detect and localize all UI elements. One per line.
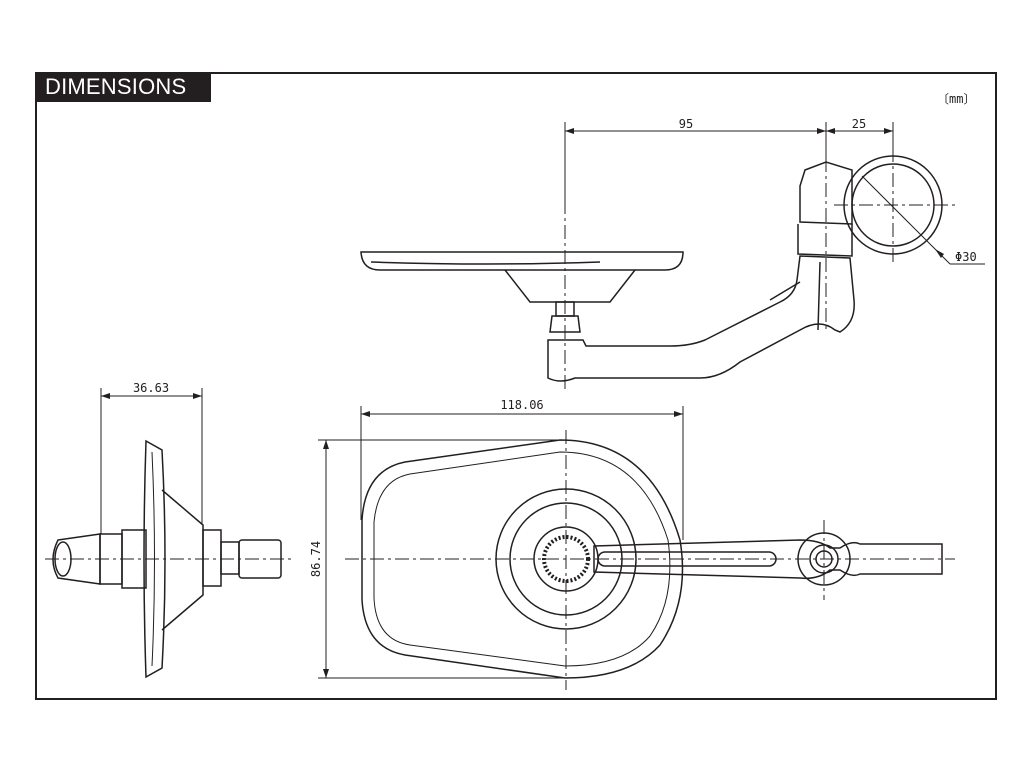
front-mirror-outline xyxy=(361,439,684,679)
top-arm xyxy=(547,255,855,382)
front-mirror-inner xyxy=(373,451,671,667)
dim-86-74: 86.74 xyxy=(309,541,323,577)
drawing-frame xyxy=(35,72,997,700)
side-mirror-cone xyxy=(161,489,204,631)
unit-label: 〔mm〕 xyxy=(937,92,976,106)
top-dimension-lines xyxy=(564,122,894,200)
top-mirror-bevel xyxy=(370,261,601,265)
dim-118-06: 118.06 xyxy=(500,398,543,412)
title-tab: DIMENSIONS xyxy=(35,72,211,102)
top-joint-nut xyxy=(549,315,581,333)
top-mirror-head xyxy=(360,251,684,271)
front-view xyxy=(345,430,955,690)
top-view xyxy=(360,148,985,390)
side-bar-stub xyxy=(52,533,101,585)
side-dimension-lines xyxy=(100,388,203,534)
top-arm-detail xyxy=(769,261,821,331)
side-mirror-plate xyxy=(143,439,166,679)
dim-36-63: 36.63 xyxy=(133,381,169,395)
side-view xyxy=(45,439,292,679)
top-clamp-upper xyxy=(799,161,853,225)
side-joint-nut xyxy=(202,529,222,587)
side-joint-stem xyxy=(220,541,240,575)
top-clamp-lower xyxy=(797,224,853,257)
dim-phi30: Φ30 xyxy=(955,250,977,264)
dim-25: 25 xyxy=(852,117,866,131)
front-dimension-lines xyxy=(318,406,684,679)
dim-95: 95 xyxy=(679,117,693,131)
top-mirror-cone xyxy=(504,269,636,303)
